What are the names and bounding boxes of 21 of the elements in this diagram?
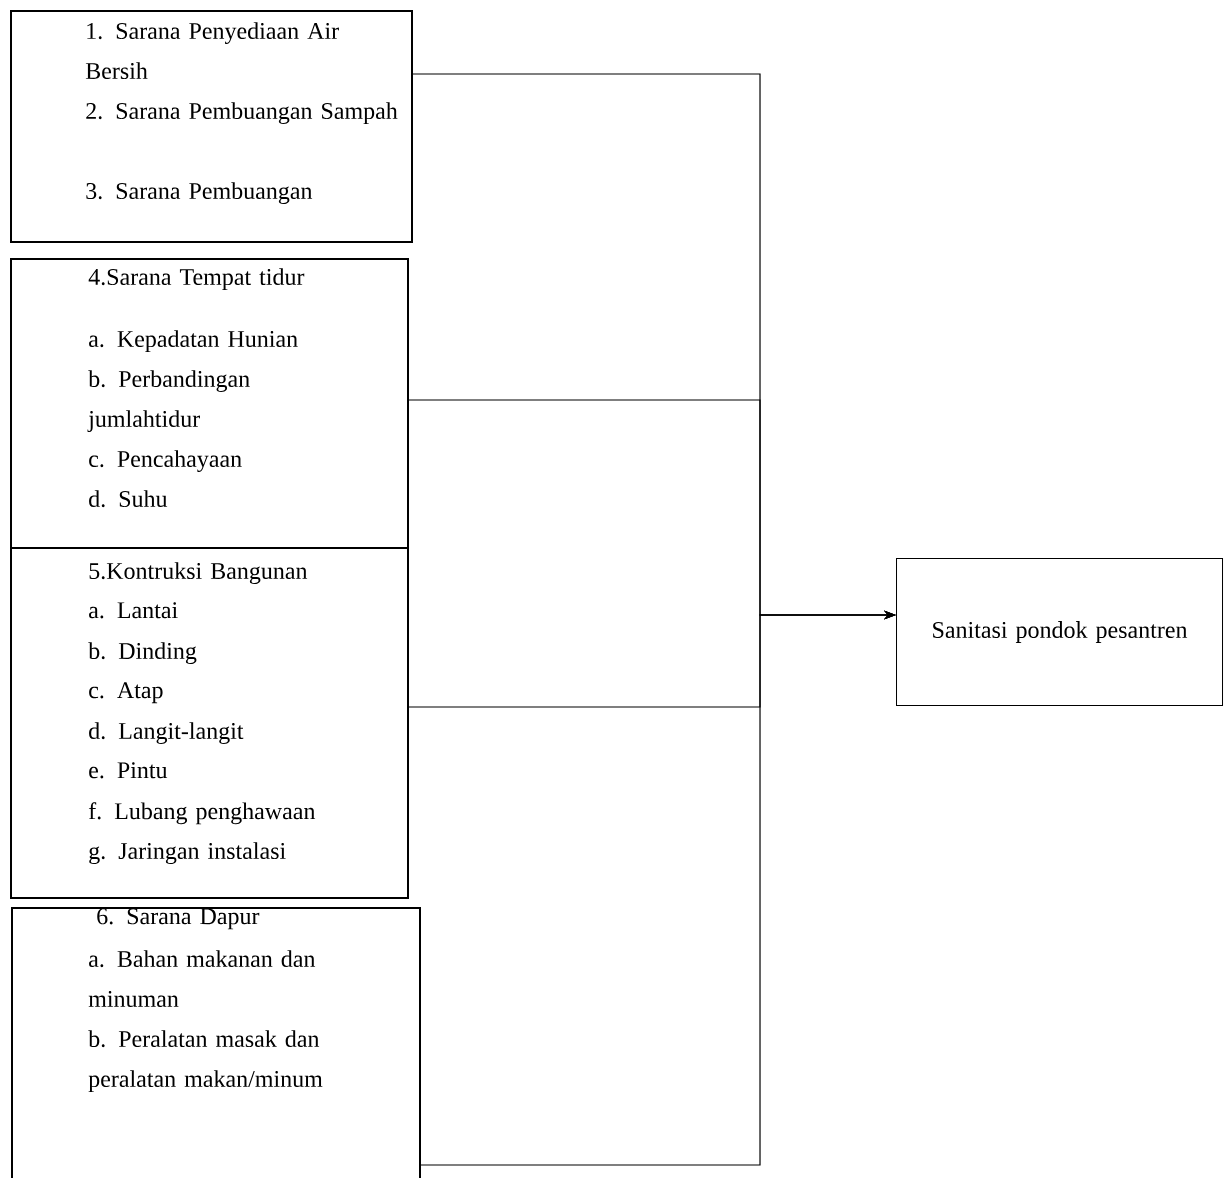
category-box [10, 547, 409, 899]
list-item: 3. Sarana Pembuangan [86, 182, 313, 205]
list-item: c. Atap [89, 682, 163, 704]
category-box [10, 10, 413, 243]
result-box: Sanitasi pondok pesantren [896, 558, 1223, 706]
list-item: a. Lantai [89, 602, 178, 619]
list-item: f. Lubang penghawaan [88, 802, 316, 825]
list-item: c. Pencahayaan [89, 450, 242, 473]
list-item: e. Pintu [89, 762, 168, 779]
heading: 5.Kontruksi Bangunan [89, 562, 308, 585]
list-item: b. Dinding [88, 642, 197, 665]
category-box [10, 258, 409, 549]
list-item: d. Suhu [89, 490, 168, 508]
list-item: d. Langit-langit [89, 722, 244, 745]
list-item: 2. Sarana Pembuangan Sampah [86, 102, 398, 125]
category-box [11, 907, 421, 1178]
list-item: b. Peralatan masak dan peralatan makan/minum [88, 1030, 323, 1092]
heading: 4.Sarana Tempat tidur [88, 268, 305, 290]
list-item: g. Jaringan instalasi [89, 842, 286, 865]
list-item: a. Kepadatan Hunian [89, 330, 298, 352]
list-item: 1. Sarana Penyediaan Air Bersih [85, 22, 339, 80]
